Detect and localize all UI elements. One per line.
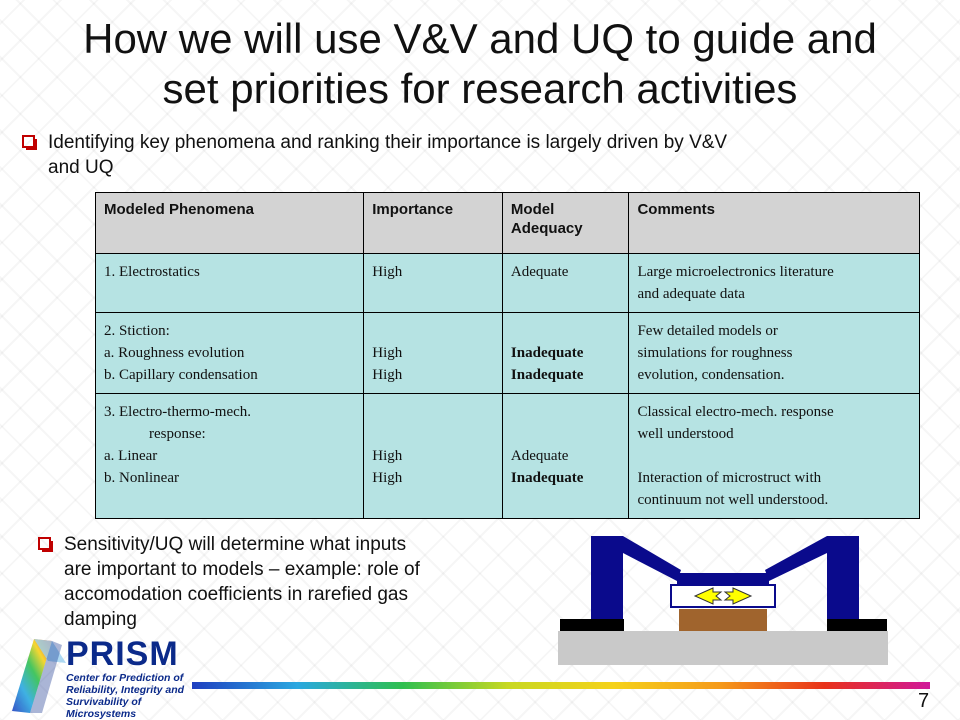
beam-plate	[677, 573, 769, 585]
logo-tag-line-1: Center for Prediction of	[66, 672, 184, 684]
cell-adequacy: Adequate Inadequate	[501, 393, 630, 519]
right-beam-arm	[765, 536, 827, 581]
cell-line: High	[372, 470, 403, 486]
cell-line: Classical electro-mech. response	[637, 404, 834, 420]
checkbox-bullet-icon	[38, 537, 53, 552]
gas-gap	[670, 584, 776, 608]
prism-logo-icon	[12, 639, 66, 713]
cell-line: response:	[149, 426, 206, 442]
cell-line: continuum not well understood.	[637, 492, 829, 508]
cell-line: and adequate data	[637, 286, 745, 302]
cell-line: Adequate	[510, 264, 569, 280]
bullet-sensitivity-uq: Sensitivity/UQ will determine what input…	[38, 532, 508, 632]
rainbow-divider	[192, 682, 930, 689]
right-arrow-icon	[723, 587, 753, 605]
cell-line: High	[372, 264, 403, 280]
bullet2-line-3: accomodation coefficients in rarefied ga…	[64, 584, 408, 605]
phenomena-table: Modeled Phenomena Importance Model Adequ…	[94, 192, 920, 519]
left-post	[591, 536, 623, 619]
cell-line: 3. Electro-thermo-mech.	[104, 404, 252, 420]
cell-adequacy: Inadequate Inadequate	[501, 312, 630, 394]
cell-line: Few detailed models or	[637, 323, 778, 339]
cell-line: High	[372, 345, 403, 361]
cell-line: Interaction of microstruct with	[637, 470, 822, 486]
cell-line: High	[372, 367, 403, 383]
cell-adequacy: Adequate	[501, 253, 630, 313]
left-anchor-pad	[560, 619, 624, 631]
cell-line: Inadequate	[510, 367, 584, 383]
cell-line: Large microelectronics literature	[637, 264, 834, 280]
cell-importance: High High	[363, 393, 503, 519]
cell-phenomena: 3. Electro-thermo-mech. response: a. Lin…	[94, 393, 365, 519]
left-beam-arm	[623, 536, 681, 581]
header-model-adequacy: Model Adequacy	[501, 192, 630, 254]
cell-line: Adequate	[510, 448, 569, 464]
logo-tag-line-3: Survivability of Microsystems	[66, 696, 142, 720]
cell-importance: High	[363, 253, 503, 313]
bullet1-line-2: and UQ	[48, 157, 114, 178]
cell-line: 1. Electrostatics	[104, 264, 200, 280]
cell-comments: Few detailed models or simulations for r…	[628, 312, 920, 394]
bullet-phenomena-ranking: Identifying key phenomena and ranking th…	[22, 130, 922, 180]
right-post	[827, 536, 859, 619]
cell-comments: Classical electro-mech. response well un…	[628, 393, 920, 519]
substrate	[558, 631, 888, 665]
table-row: 3. Electro-thermo-mech. response: a. Lin…	[94, 393, 920, 519]
logo-tagline: Center for Prediction of Reliability, In…	[66, 672, 186, 720]
cell-comments: Large microelectronics literature and ad…	[628, 253, 920, 313]
logo-name: PRISM	[66, 635, 179, 673]
cell-phenomena: 1. Electrostatics	[94, 253, 365, 313]
logo-tag-line-2: Reliability, Integrity and	[66, 684, 185, 696]
header-modeled-phenomena: Modeled Phenomena	[94, 192, 365, 254]
prism-logo-text: PRISM Center for Prediction of Reliabili…	[66, 636, 186, 720]
cell-line: evolution, condensation.	[637, 367, 785, 383]
cell-line: High	[372, 448, 403, 464]
cell-line: a. Roughness evolution	[104, 345, 245, 361]
bullet2-line-4: damping	[64, 609, 137, 630]
cell-line: well understood	[637, 426, 734, 442]
cell-line: a. Linear	[104, 448, 158, 464]
table-row: 2. Stiction: a. Roughness evolution b. C…	[94, 312, 920, 394]
cell-line: simulations for roughness	[637, 345, 793, 361]
checkbox-bullet-icon	[22, 135, 37, 150]
page-number: 7	[918, 690, 930, 712]
cell-importance: High High	[363, 312, 503, 394]
left-arrow-icon	[693, 587, 723, 605]
header-comments: Comments	[628, 192, 920, 254]
cell-line: b. Capillary condensation	[104, 367, 258, 383]
cell-line: Inadequate	[510, 345, 584, 361]
right-anchor-pad	[827, 619, 887, 631]
bullet2-line-2: are important to models – example: role …	[64, 559, 420, 580]
cell-line: Inadequate	[510, 470, 584, 486]
bullet2-line-1: Sensitivity/UQ will determine what input…	[64, 534, 407, 555]
cell-line: 2. Stiction:	[104, 323, 170, 339]
table-header-row: Modeled Phenomena Importance Model Adequ…	[94, 192, 920, 254]
cell-line: b. Nonlinear	[104, 470, 179, 486]
electrode	[679, 609, 767, 631]
header-importance: Importance	[363, 192, 503, 254]
table-row: 1. Electrostatics High Adequate Large mi…	[94, 253, 920, 313]
mems-device-diagram	[558, 536, 888, 665]
slide-title: How we will use V&V and UQ to guide and …	[0, 14, 960, 114]
title-line-1: How we will use V&V and UQ to guide and	[83, 15, 877, 62]
bullet1-line-1: Identifying key phenomena and ranking th…	[48, 132, 728, 153]
title-line-2: set priorities for research activities	[162, 65, 798, 112]
cell-phenomena: 2. Stiction: a. Roughness evolution b. C…	[94, 312, 365, 394]
